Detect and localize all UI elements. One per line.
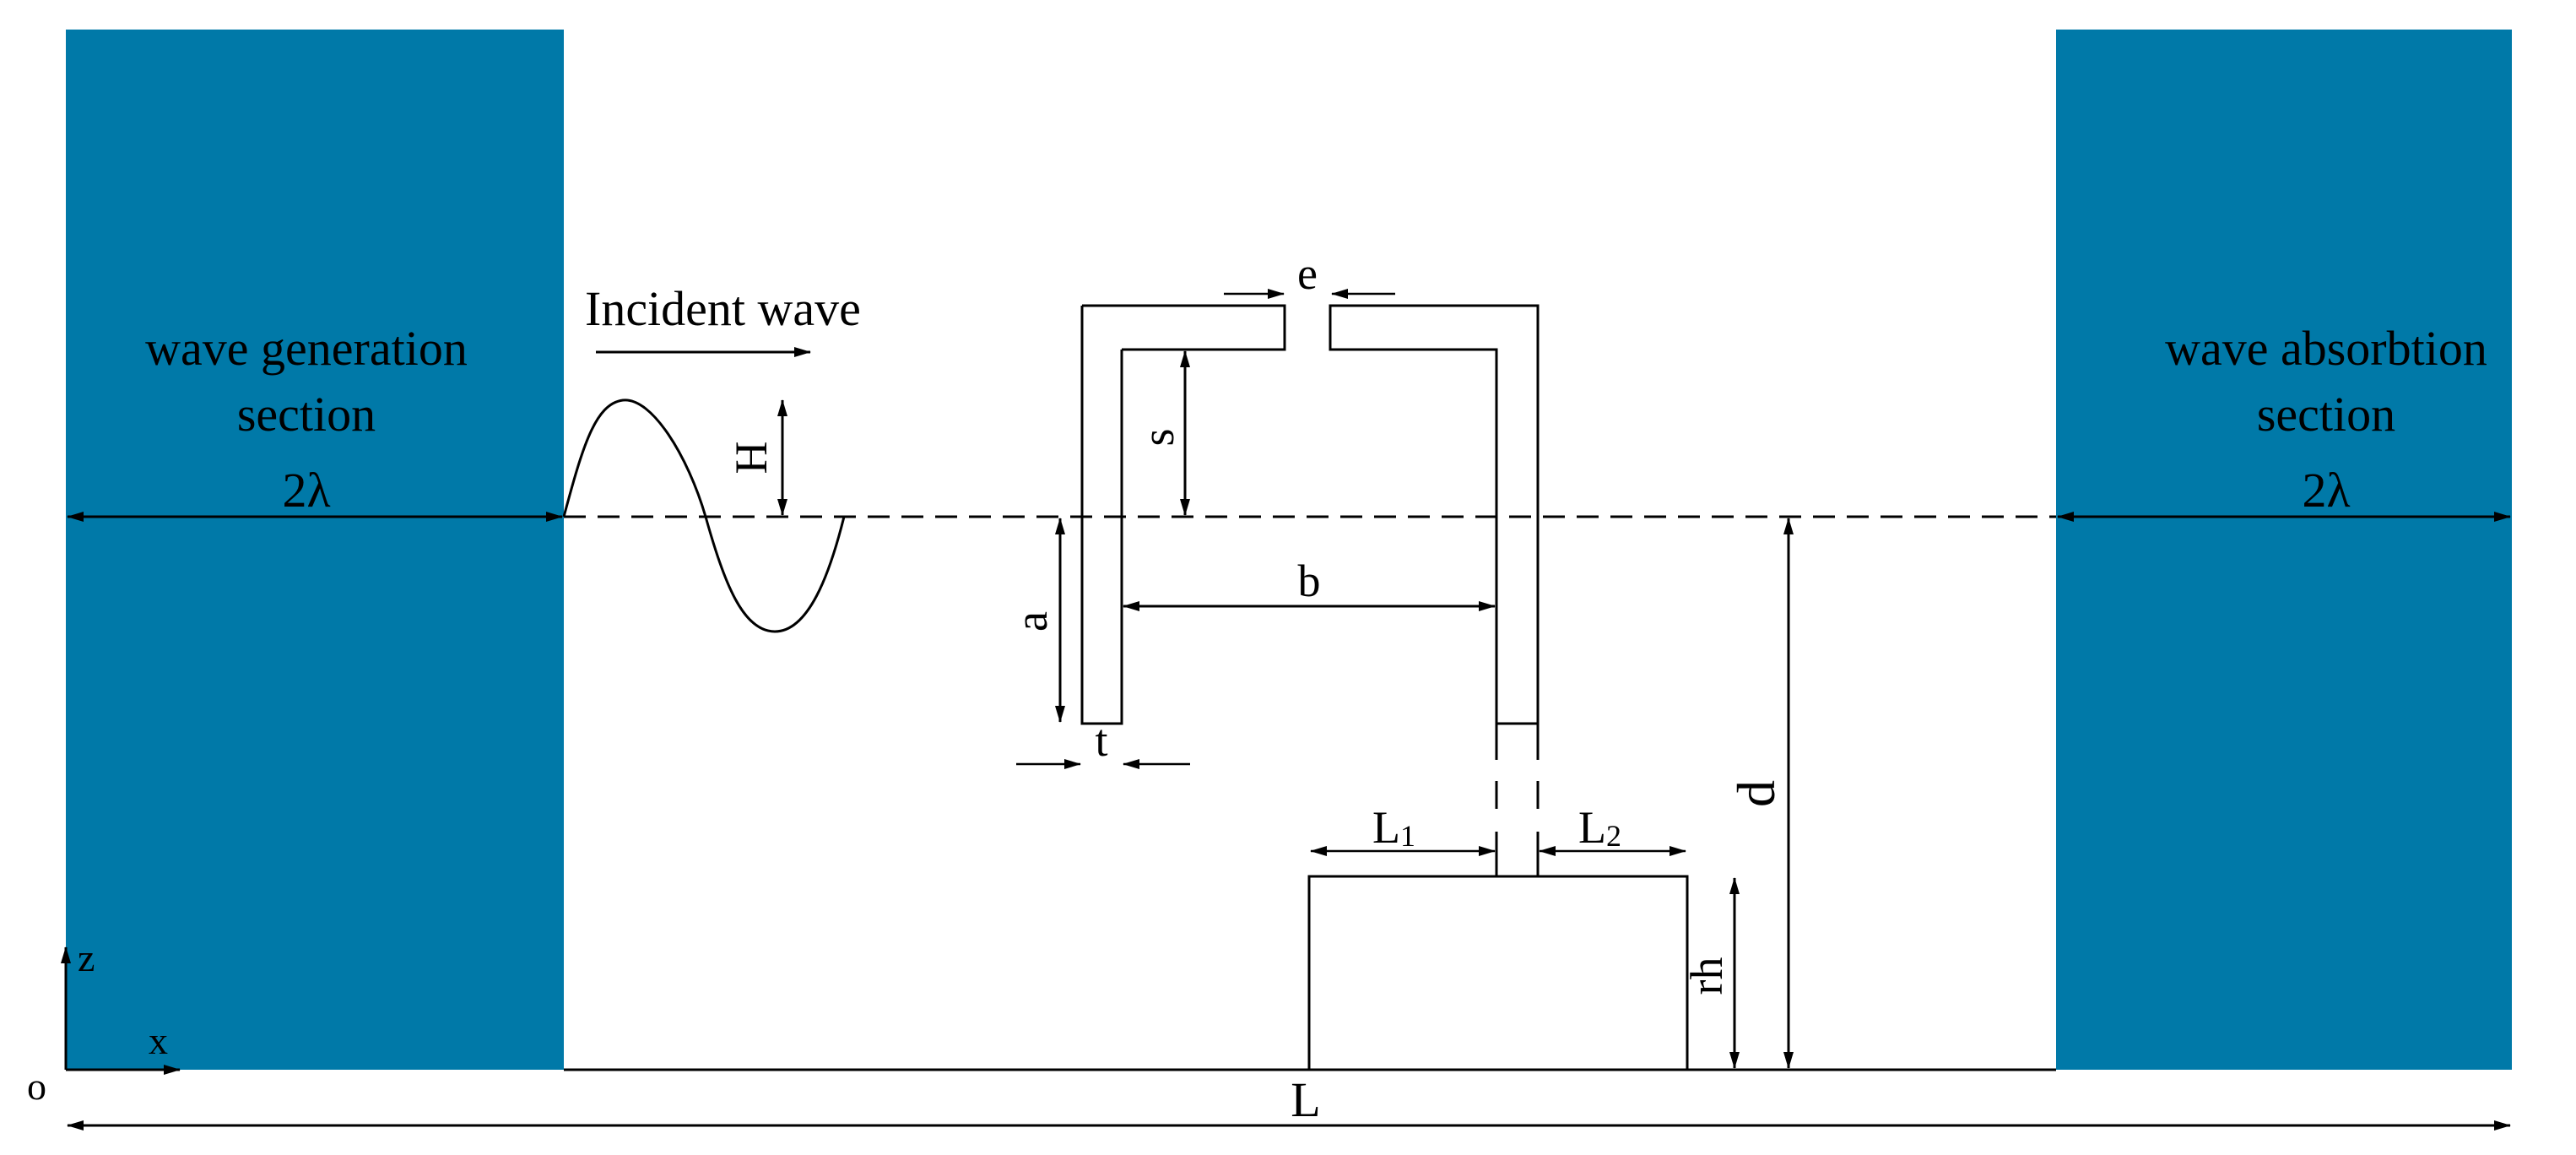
dimension-t-label: t [1095,715,1107,766]
dimension-l2-label: L2 [1578,802,1621,853]
dimension-b-label: b [1298,556,1321,606]
dimension-l1-label: L1 [1372,802,1415,853]
generation-length-label: 2λ [282,463,330,518]
owc-roof-right [1329,304,1540,725]
absorption-length-label: 2λ [2302,463,2350,518]
absorption-label-line2: section [2257,387,2395,442]
dimension-d-label: d [1726,780,1786,807]
wave-absorption-zone [2056,30,2512,1070]
owc-left-wall [1080,306,1123,725]
x-axis-label: x [149,1019,168,1062]
dimension-rh-label: rh [1681,957,1732,995]
rubble-base [1307,875,1689,1071]
z-axis-label: z [78,936,95,979]
owc-roof-left [1082,304,1286,351]
wave-height-label: H [726,442,777,474]
incident-wave-curve [562,399,846,633]
dimension-s-label: s [1133,428,1183,446]
incident-wave-label: Incident wave [585,281,861,336]
origin-label: o [27,1065,46,1108]
dimension-a-label: a [1006,611,1057,632]
absorption-label-line1: wave absorbtion [2165,321,2487,376]
total-length-label: L [1291,1072,1320,1127]
wave-generation-zone [66,30,564,1070]
dimension-e-label: e [1297,248,1318,299]
generation-label-line1: wave generation [145,321,468,376]
generation-label-line2: section [237,387,376,442]
